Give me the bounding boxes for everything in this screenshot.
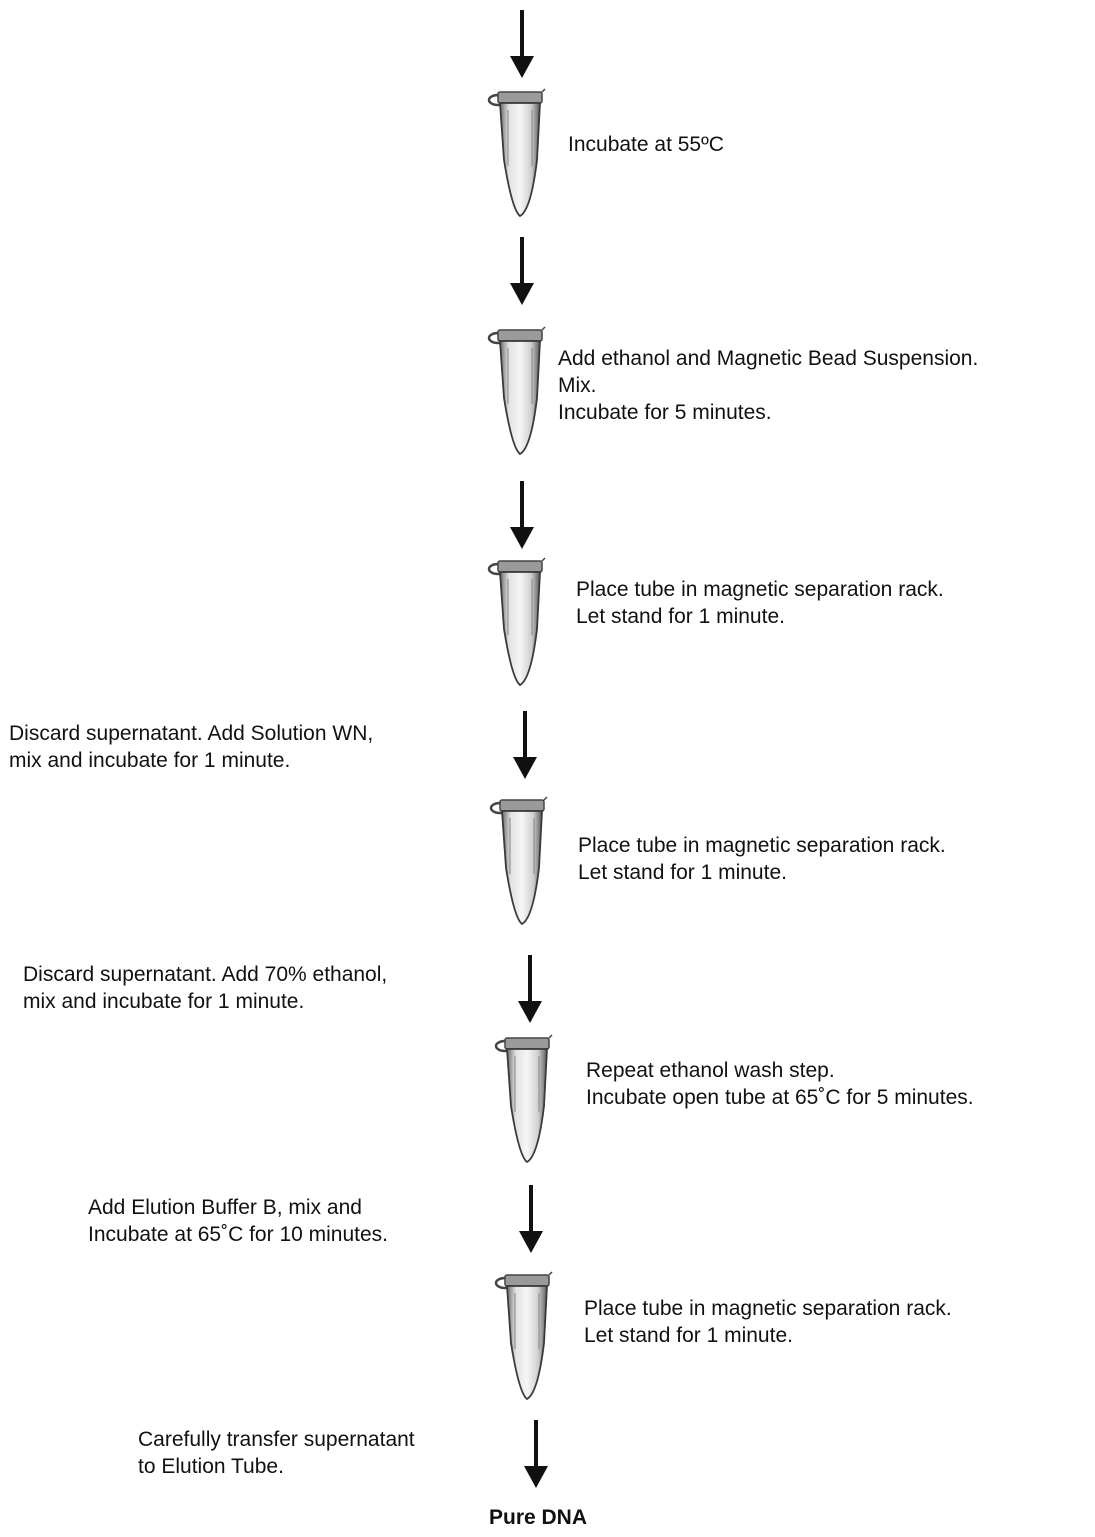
step-6-text: Place tube in magnetic separation rack. … — [584, 1295, 952, 1349]
step-6-line-1: Place tube in magnetic separation rack. — [584, 1297, 952, 1320]
flow-arrow-1 — [510, 10, 534, 78]
side-note-1-line-1: Discard supernatant. Add Solution WN, — [9, 722, 374, 745]
side-note-1: Discard supernatant. Add Solution WN, mi… — [9, 720, 373, 774]
step-4-line-2: Let stand for 1 minute. — [578, 861, 787, 884]
side-note-3-line-2: Incubate at 65˚C for 10 minutes. — [88, 1223, 388, 1246]
microcentrifuge-tube-icon-3 — [487, 557, 546, 687]
side-note-4: Carefully transfer supernatant to Elutio… — [138, 1426, 415, 1480]
step-5-line-2: Incubate open tube at 65˚C for 5 minutes… — [586, 1086, 974, 1109]
step-3-line-1: Place tube in magnetic separation rack. — [576, 578, 944, 601]
flow-arrow-4 — [513, 711, 537, 779]
side-note-2: Discard supernatant. Add 70% ethanol, mi… — [23, 961, 387, 1015]
step-4-text: Place tube in magnetic separation rack. … — [578, 832, 946, 886]
microcentrifuge-tube-icon-5 — [494, 1034, 553, 1164]
microcentrifuge-tube-icon-6 — [494, 1271, 553, 1401]
flow-arrow-3 — [510, 481, 534, 549]
result-label: Pure DNA — [489, 1506, 588, 1529]
side-note-2-line-2: mix and incubate for 1 minute. — [23, 990, 305, 1013]
step-3-line-2: Let stand for 1 minute. — [576, 605, 785, 628]
step-2-line-1: Add ethanol and Magnetic Bead Suspension… — [558, 347, 979, 370]
step-2-text: Add ethanol and Magnetic Bead Suspension… — [558, 345, 978, 426]
side-note-1-line-2: mix and incubate for 1 minute. — [9, 749, 291, 772]
step-2-line-2: Mix. — [558, 374, 597, 397]
step-4-line-1: Place tube in magnetic separation rack. — [578, 834, 946, 857]
flow-arrow-7 — [524, 1420, 548, 1488]
microcentrifuge-tube-icon-2 — [487, 326, 546, 456]
side-note-2-line-1: Discard supernatant. Add 70% ethanol, — [23, 963, 388, 986]
step-6-line-2: Let stand for 1 minute. — [584, 1324, 793, 1347]
microcentrifuge-tube-icon-4 — [489, 796, 548, 926]
side-note-4-line-2: to Elution Tube. — [138, 1455, 284, 1478]
side-note-3-line-1: Add Elution Buffer B, mix and — [88, 1196, 362, 1219]
step-2-line-3: Incubate for 5 minutes. — [558, 401, 772, 424]
step-1-text: Incubate at 55ºC — [568, 131, 724, 158]
step-3-text: Place tube in magnetic separation rack. … — [576, 576, 944, 630]
flow-arrow-6 — [519, 1185, 543, 1253]
flow-arrow-5 — [518, 955, 542, 1023]
side-note-4-line-1: Carefully transfer supernatant — [138, 1428, 415, 1451]
step-5-text: Repeat ethanol wash step. Incubate open … — [586, 1057, 974, 1111]
flow-arrow-2 — [510, 237, 534, 305]
step-1-line-1: Incubate at 55ºC — [568, 133, 724, 156]
step-5-line-1: Repeat ethanol wash step. — [586, 1059, 835, 1082]
microcentrifuge-tube-icon-1 — [487, 88, 546, 218]
side-note-3: Add Elution Buffer B, mix and Incubate a… — [88, 1194, 388, 1248]
